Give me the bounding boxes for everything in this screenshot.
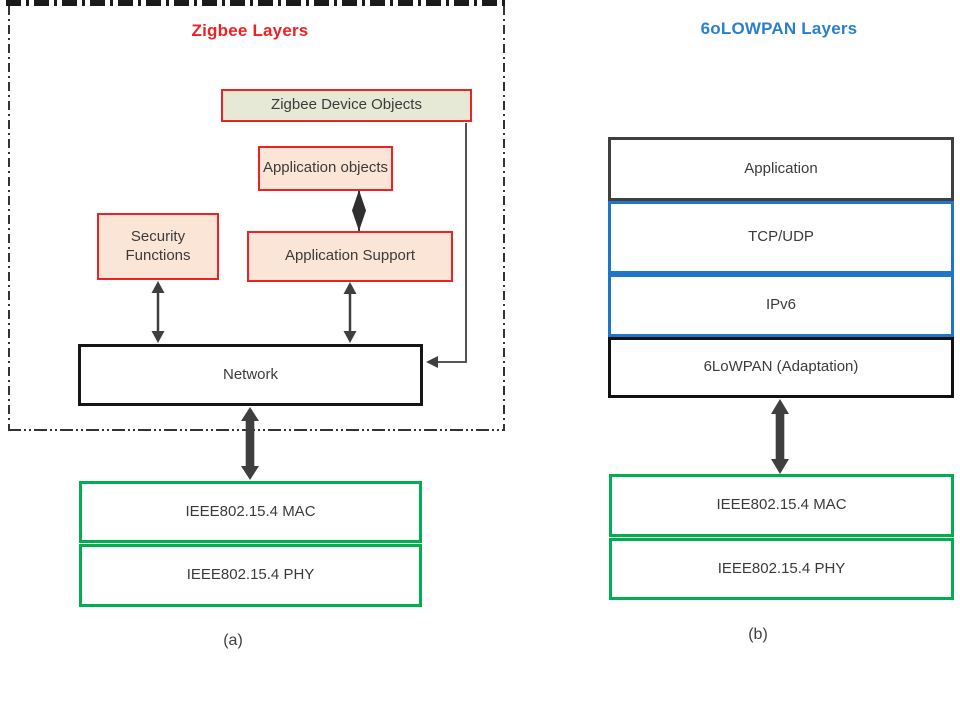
security-network-double-arrow-icon — [151, 281, 165, 343]
6lowpan-mac-box: IEEE802.15.4 MAC — [609, 474, 954, 537]
diamond-connector-icon — [352, 190, 366, 231]
zigbee-frame-bottom-border — [8, 429, 505, 431]
6lowpan-phy-box: IEEE802.15.4 PHY — [609, 538, 954, 600]
caption-a: (a) — [223, 632, 243, 649]
6lowpan-layers-title: 6oLOWPAN Layers — [700, 19, 858, 38]
zigbee-mac-box: IEEE802.15.4 MAC — [79, 481, 422, 543]
appsupport-network-double-arrow-icon — [343, 282, 357, 343]
zigbee-layers-title: Zigbee Layers — [191, 21, 309, 40]
zigbee-frame-left-border — [8, 6, 10, 431]
tcp-udp-layer-box: TCP/UDP — [608, 201, 954, 274]
zigbee-frame-right-border — [503, 6, 505, 431]
network-mac-thick-double-arrow-icon — [241, 407, 259, 480]
network-box: Network — [78, 344, 423, 406]
zigbee-frame-top-border — [6, 0, 506, 6]
6lowpan-adaptation-layer-box: 6LoWPAN (Adaptation) — [608, 337, 954, 398]
application-layer-box: Application — [608, 137, 954, 201]
caption-b: (b) — [748, 626, 768, 643]
6lowpan-mac-thick-double-arrow-icon — [771, 399, 789, 474]
ipv6-layer-box: IPv6 — [608, 274, 954, 337]
application-objects-box: Application objects — [258, 146, 393, 191]
zigbee-phy-box: IEEE802.15.4 PHY — [79, 544, 422, 607]
application-support-box: Application Support — [247, 231, 453, 282]
security-functions-box: Security Functions — [97, 213, 219, 280]
zigbee-device-objects-box: Zigbee Device Objects — [221, 89, 472, 122]
